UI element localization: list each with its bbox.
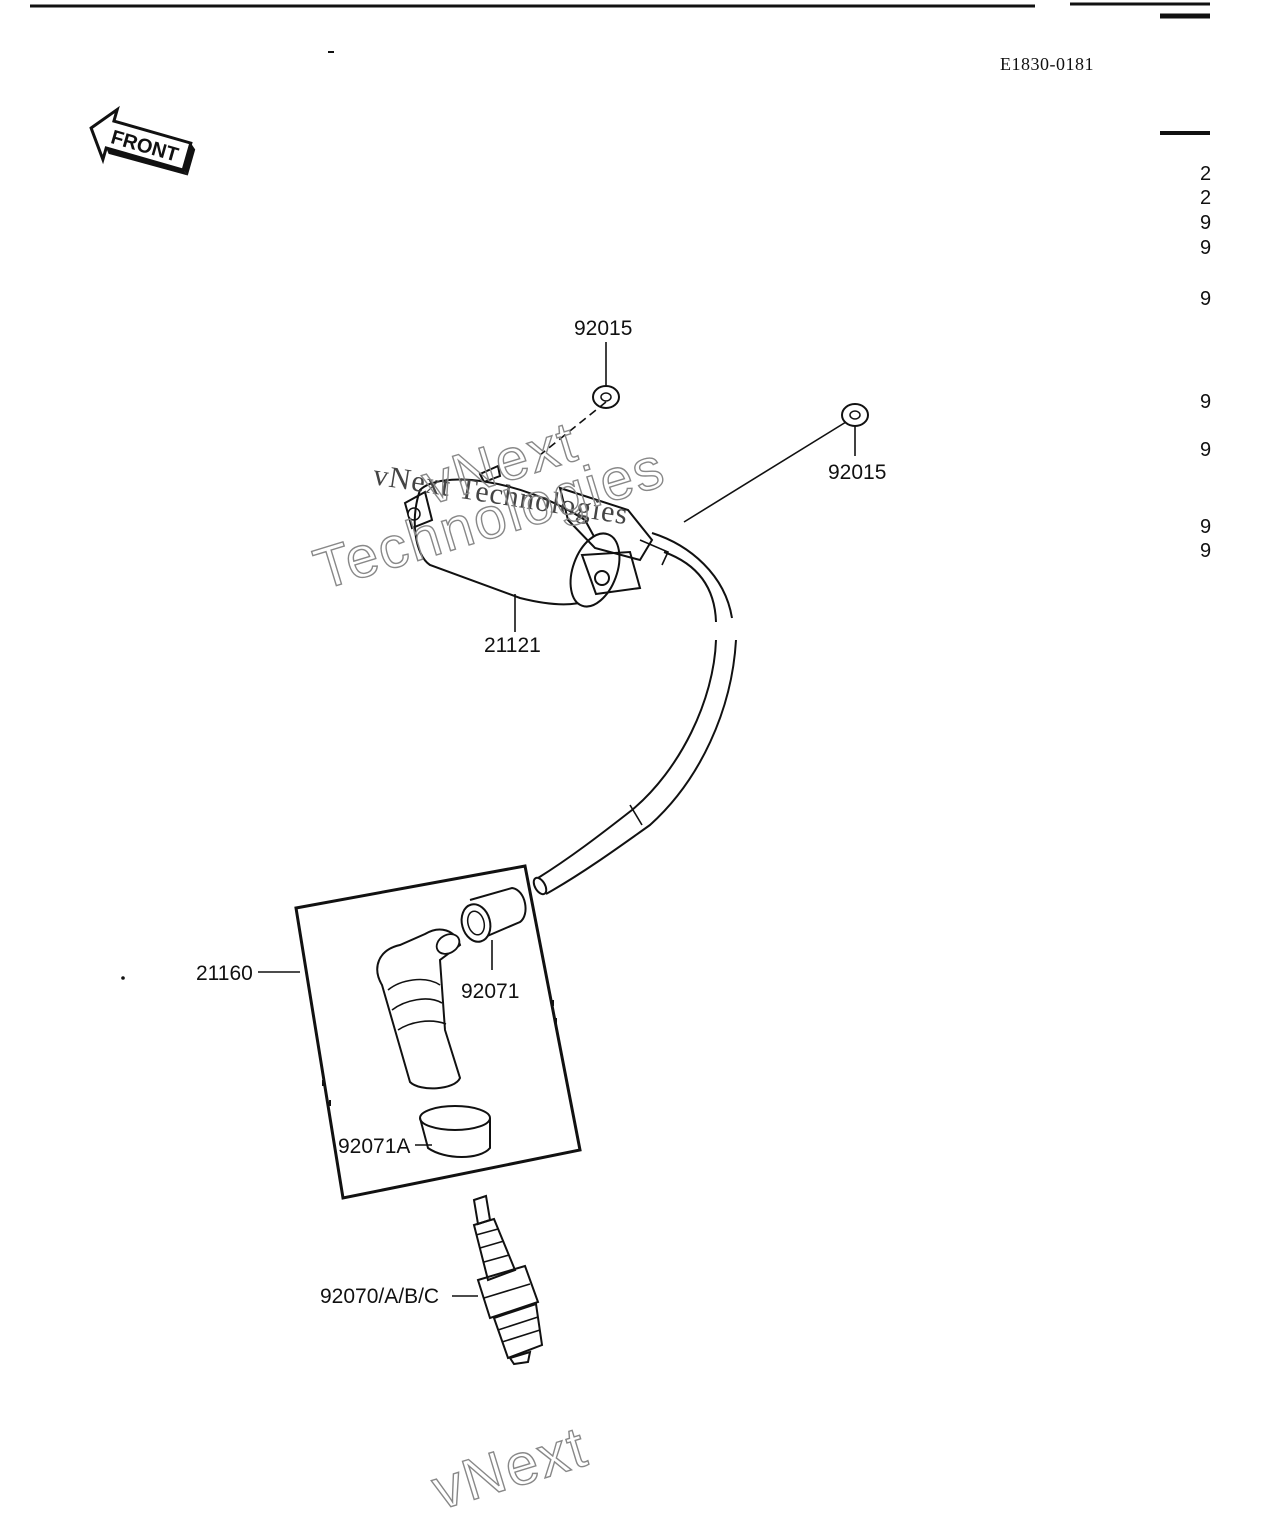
label-nut-right: 92015 — [828, 461, 886, 484]
high-tension-lead — [532, 532, 737, 896]
label-cap-seal-a: 92071A — [338, 1135, 410, 1158]
svg-text:9: 9 — [1200, 391, 1211, 413]
svg-text:9: 9 — [1200, 540, 1211, 562]
watermark-outline-footer: vNext — [425, 1414, 595, 1522]
ignition-coil: 21121 — [403, 464, 670, 657]
cap-seal-a: 92071A — [338, 1105, 491, 1158]
label-ignition-coil: 21121 — [484, 634, 541, 657]
side-index: 2 2 9 9 9 9 9 9 9 — [1200, 163, 1211, 562]
watermark: vNext Technologies vNext Technologies vN… — [306, 408, 673, 1523]
svg-text:9: 9 — [1200, 237, 1211, 259]
label-spark-plug: 92070/A/B/C — [320, 1285, 439, 1308]
svg-text:9: 9 — [1200, 212, 1211, 234]
svg-text:9: 9 — [1200, 288, 1211, 310]
plug-cap-assy-box: 21160 — [196, 864, 582, 1200]
svg-text:2: 2 — [1200, 187, 1211, 209]
front-arrow-icon: FRONT — [89, 105, 196, 176]
plug-cap — [376, 928, 462, 1090]
label-cap-seal: 92071 — [461, 980, 519, 1003]
document-code: E1830-0181 — [1000, 54, 1094, 74]
spark-plug: 92070/A/B/C — [320, 1194, 544, 1366]
svg-text:9: 9 — [1200, 516, 1211, 538]
cap-seal: 92071 — [460, 886, 527, 1003]
svg-text:2: 2 — [1200, 163, 1211, 185]
label-nut-left: 92015 — [574, 317, 632, 340]
svg-text:9: 9 — [1200, 439, 1211, 461]
nut-right: 92015 — [683, 403, 886, 523]
nut-left: 92015 — [539, 317, 632, 456]
label-plug-cap-assy: 21160 — [196, 962, 253, 985]
